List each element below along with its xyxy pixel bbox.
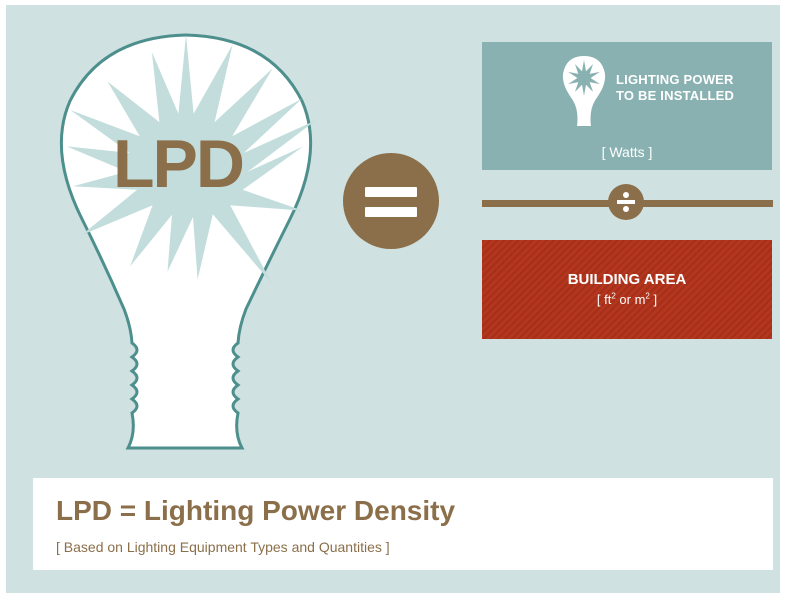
divide-bar: [617, 200, 635, 204]
equals-icon: [343, 153, 439, 249]
starburst-shape: [66, 35, 316, 284]
divide-dot-top: [623, 192, 629, 198]
equals-bar-top: [365, 187, 417, 197]
definition-box: LPD = Lighting Power Density [ Based on …: [33, 478, 773, 570]
definition-title: LPD = Lighting Power Density: [56, 495, 456, 526]
light-bulb-icon: [562, 56, 606, 126]
area-unit: [ ft2 or m2 ]: [596, 291, 658, 307]
power-unit: [ Watts ]: [601, 144, 653, 160]
equals-bar-bottom: [365, 207, 417, 217]
divide-icon: [608, 184, 644, 220]
divide-dot-bottom: [623, 206, 629, 212]
definition-subtitle: [ Based on Lighting Equipment Types and …: [56, 539, 390, 555]
area-panel: BUILDING AREA [ ft2 or m2 ]: [482, 240, 772, 339]
lpd-acronym: LPD: [113, 126, 243, 202]
light-bulb-icon: LPD: [59, 33, 316, 450]
lpd-diagram: LPD LIGHTING POWER TO BE INSTALLED [ Wat…: [6, 5, 780, 593]
power-label: LIGHTING POWER TO BE INSTALLED: [616, 72, 735, 103]
power-panel: LIGHTING POWER TO BE INSTALLED [ Watts ]: [482, 42, 772, 170]
area-label: BUILDING AREA: [567, 271, 687, 288]
